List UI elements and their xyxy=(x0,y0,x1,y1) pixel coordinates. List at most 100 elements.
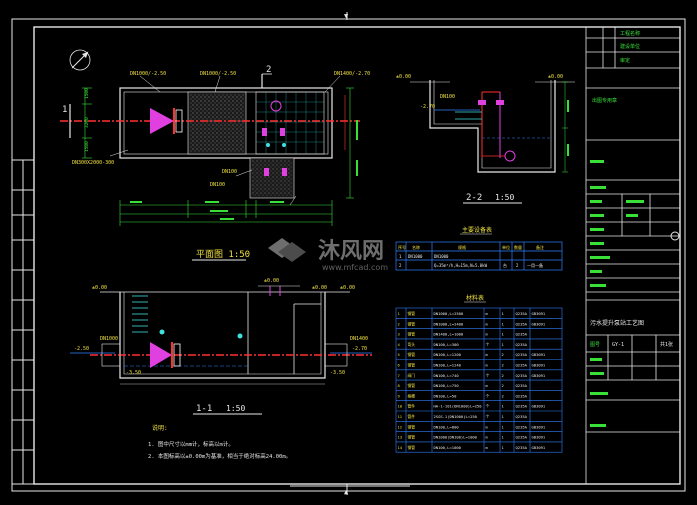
plan-section-mark-1: 1 xyxy=(62,105,67,115)
material-cell: Q235A xyxy=(516,321,528,326)
eq-h-0: 序号 xyxy=(398,244,406,250)
material-cell: m xyxy=(486,363,489,368)
material-cell: DN100,L=800 xyxy=(434,424,460,429)
s11-title: 1-1 xyxy=(196,404,212,414)
s22-pipe-label: DN100 xyxy=(440,94,455,100)
material-cell: 钢管 xyxy=(408,352,416,357)
s22-elev-mid: -2.70 xyxy=(420,104,435,110)
eq-r1-c0: 2 xyxy=(399,263,402,268)
plan-dim-left-top: 1500 xyxy=(84,88,90,99)
material-table-title: 材料表 xyxy=(466,294,484,302)
section-1-1 xyxy=(70,285,372,385)
material-cell: 1 xyxy=(502,404,505,409)
watermark-brand: 沐风网 xyxy=(318,239,384,264)
plan-dn-label-a: DN100 xyxy=(222,169,237,175)
material-cell: 钢管 xyxy=(408,311,416,316)
material-cell: 10 xyxy=(398,404,403,409)
material-cell: 格栅 xyxy=(408,393,416,398)
material-cell: Q235A xyxy=(516,445,528,450)
s11-water-right: -2.70 xyxy=(352,346,367,352)
eq-h-3: 单位 xyxy=(502,244,510,250)
material-cell: GB3091 xyxy=(532,363,546,368)
material-cell: GB3091 xyxy=(532,435,546,440)
material-cell: DN1000(DN100)L=1000 xyxy=(434,435,478,440)
material-cell: 管件 xyxy=(408,404,416,409)
material-cell: 1 xyxy=(398,311,401,316)
material-cell: 阀门 xyxy=(408,373,416,378)
material-cell: DN100,L=1240 xyxy=(434,363,462,368)
material-cell: DN100,L=1200 xyxy=(434,352,462,357)
material-cell: 1 xyxy=(502,445,505,450)
s22-title: 2-2 xyxy=(466,193,482,203)
material-cell: 个 xyxy=(486,404,490,409)
material-cell: HA-1-101(DN1000)L=250 xyxy=(434,404,483,409)
material-cell: 2 xyxy=(502,352,504,357)
project-name: 污水提升泵站工艺图 xyxy=(590,319,644,327)
material-cell: m xyxy=(486,352,489,357)
material-cell: 14 xyxy=(398,445,403,450)
title-row1-c: 审定 xyxy=(620,57,630,64)
material-cell: 1 xyxy=(502,435,505,440)
eq-r0-c2: DN1000 xyxy=(434,254,449,259)
material-cell: Q235A xyxy=(516,404,528,409)
eq-h-2: 规格 xyxy=(458,244,466,250)
title-row1-b: 建设单位 xyxy=(620,43,640,50)
material-cell: DN100,L=740 xyxy=(434,373,460,378)
equipment-table xyxy=(395,241,563,271)
material-cell: m xyxy=(486,332,489,337)
material-cell: Q235A xyxy=(516,311,528,316)
material-cell: GB3091 xyxy=(532,321,546,326)
material-cell: DN100,L=300 xyxy=(434,342,460,347)
plan-pipe-top-label: DN1000/-2.50 xyxy=(200,71,236,77)
material-cell: 9 xyxy=(398,393,401,398)
material-cell: 13 xyxy=(398,435,403,440)
eq-r0-c1: DN1000 xyxy=(408,254,423,259)
material-cell: 个 xyxy=(486,373,490,378)
material-cell: 弯头 xyxy=(408,342,416,347)
material-cell: DN100,L=750 xyxy=(434,383,460,388)
material-cell: Q235A xyxy=(516,363,528,368)
material-cell: DN1000,L=2400 xyxy=(434,321,464,326)
s11-water-left: -2.50 xyxy=(74,346,89,352)
material-cell: m xyxy=(486,311,489,316)
material-cell: 5 xyxy=(398,352,400,357)
material-cell: GB3091 xyxy=(532,311,546,316)
eq-r1-c3: 台 xyxy=(503,262,507,268)
material-cell: GB3091 xyxy=(532,373,546,378)
drawing-frame xyxy=(11,12,686,495)
notes-heading: 说明: xyxy=(152,424,168,432)
material-cell: 11 xyxy=(398,414,403,419)
material-cell: Q235A xyxy=(516,342,528,347)
material-cell: Q235A xyxy=(516,383,528,388)
plan-view xyxy=(60,49,360,226)
material-cell: 3 xyxy=(398,332,400,337)
material-cell: 2 xyxy=(502,363,504,368)
s11-elev-far-right: ±0.00 xyxy=(340,285,355,291)
material-cell: 4 xyxy=(398,342,401,347)
material-cell: 12 xyxy=(398,424,403,429)
s11-bottom-left: -3.50 xyxy=(126,370,141,376)
drawing-no-label: 图号 xyxy=(590,342,600,348)
title-block xyxy=(585,26,681,485)
notes-line-2: 2. 本图标高以±0.00m为基准，相当于绝对标高24.00m。 xyxy=(148,452,291,460)
section-2-2 xyxy=(410,80,575,173)
material-cell: 1 xyxy=(502,342,505,347)
material-cell: 7 xyxy=(398,373,400,378)
s22-elev-top-left: ±0.00 xyxy=(396,74,411,80)
material-cell: Q235A xyxy=(516,352,528,357)
material-cell: 2SGS-1(DN1000)L=250 xyxy=(434,414,478,419)
material-cell: 2 xyxy=(502,383,504,388)
sheet-count: 共1张 xyxy=(660,341,673,348)
s11-elev-mid: ±0.00 xyxy=(264,278,279,284)
material-cell: 个 xyxy=(486,393,490,398)
plan-dn-label-b: DN100 xyxy=(210,182,225,188)
s11-elev-right: ±0.00 xyxy=(312,285,327,291)
material-cell: 钢管 xyxy=(408,363,416,368)
s22-elev-top-right: ±0.00 xyxy=(548,74,563,80)
material-cell: 2 xyxy=(502,373,504,378)
material-cell: Q235A xyxy=(516,373,528,378)
eq-h-1: 名称 xyxy=(412,244,420,250)
material-cell: 钢管 xyxy=(408,435,416,440)
